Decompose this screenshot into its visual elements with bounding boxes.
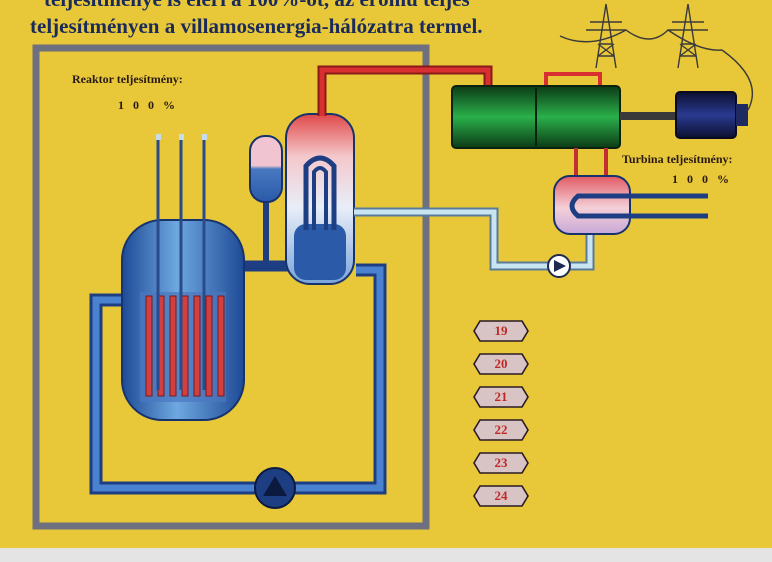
step-button-label: 23	[494, 455, 508, 470]
step-button-label: 20	[494, 356, 508, 371]
step-button-label: 21	[494, 389, 508, 404]
reactor-power-value: 1 0 0 %	[118, 98, 178, 112]
reactor-power-label: Reaktor teljesítmény:	[72, 72, 183, 86]
pylon-icon	[559, 3, 723, 69]
step-button-label: 22	[494, 422, 508, 437]
reactor-vessel	[121, 219, 245, 421]
turbine-power-label: Turbina teljesítmény:	[622, 152, 733, 166]
step-button-21[interactable]: 21	[473, 386, 529, 408]
containment-building	[32, 44, 430, 530]
step-hexagon-shape	[473, 485, 529, 507]
step-button-label: 24	[494, 488, 508, 503]
feedwater-pump	[547, 254, 571, 278]
reactor-coolant-pump	[254, 467, 296, 509]
control-rods	[156, 138, 206, 390]
step-button-19[interactable]: 19	[473, 320, 529, 342]
turbine-power-value: 1 0 0 %	[672, 172, 732, 186]
steam-generator	[285, 113, 355, 285]
condenser	[553, 175, 708, 235]
caption-line-2: teljesítményen a villamosenergia-hálózat…	[30, 14, 483, 38]
turbine	[451, 85, 676, 149]
step-button-24[interactable]: 24	[473, 485, 529, 507]
pressurizer	[249, 135, 283, 262]
step-hexagon-shape	[473, 320, 529, 342]
bottom-bar	[0, 548, 772, 562]
step-hexagon-shape	[473, 419, 529, 441]
generator	[675, 49, 753, 139]
feedwater-line	[354, 207, 548, 271]
caption-line-1: teljesítménye is eléri a 100%-ot, az erő…	[44, 0, 604, 11]
step-hexagon-shape	[473, 353, 529, 375]
step-button-20[interactable]: 20	[473, 353, 529, 375]
step-button-22[interactable]: 22	[473, 419, 529, 441]
step-button-23[interactable]: 23	[473, 452, 529, 474]
step-hexagon-shape	[473, 452, 529, 474]
step-button-label: 19	[494, 323, 508, 338]
step-hexagon-shape	[473, 386, 529, 408]
